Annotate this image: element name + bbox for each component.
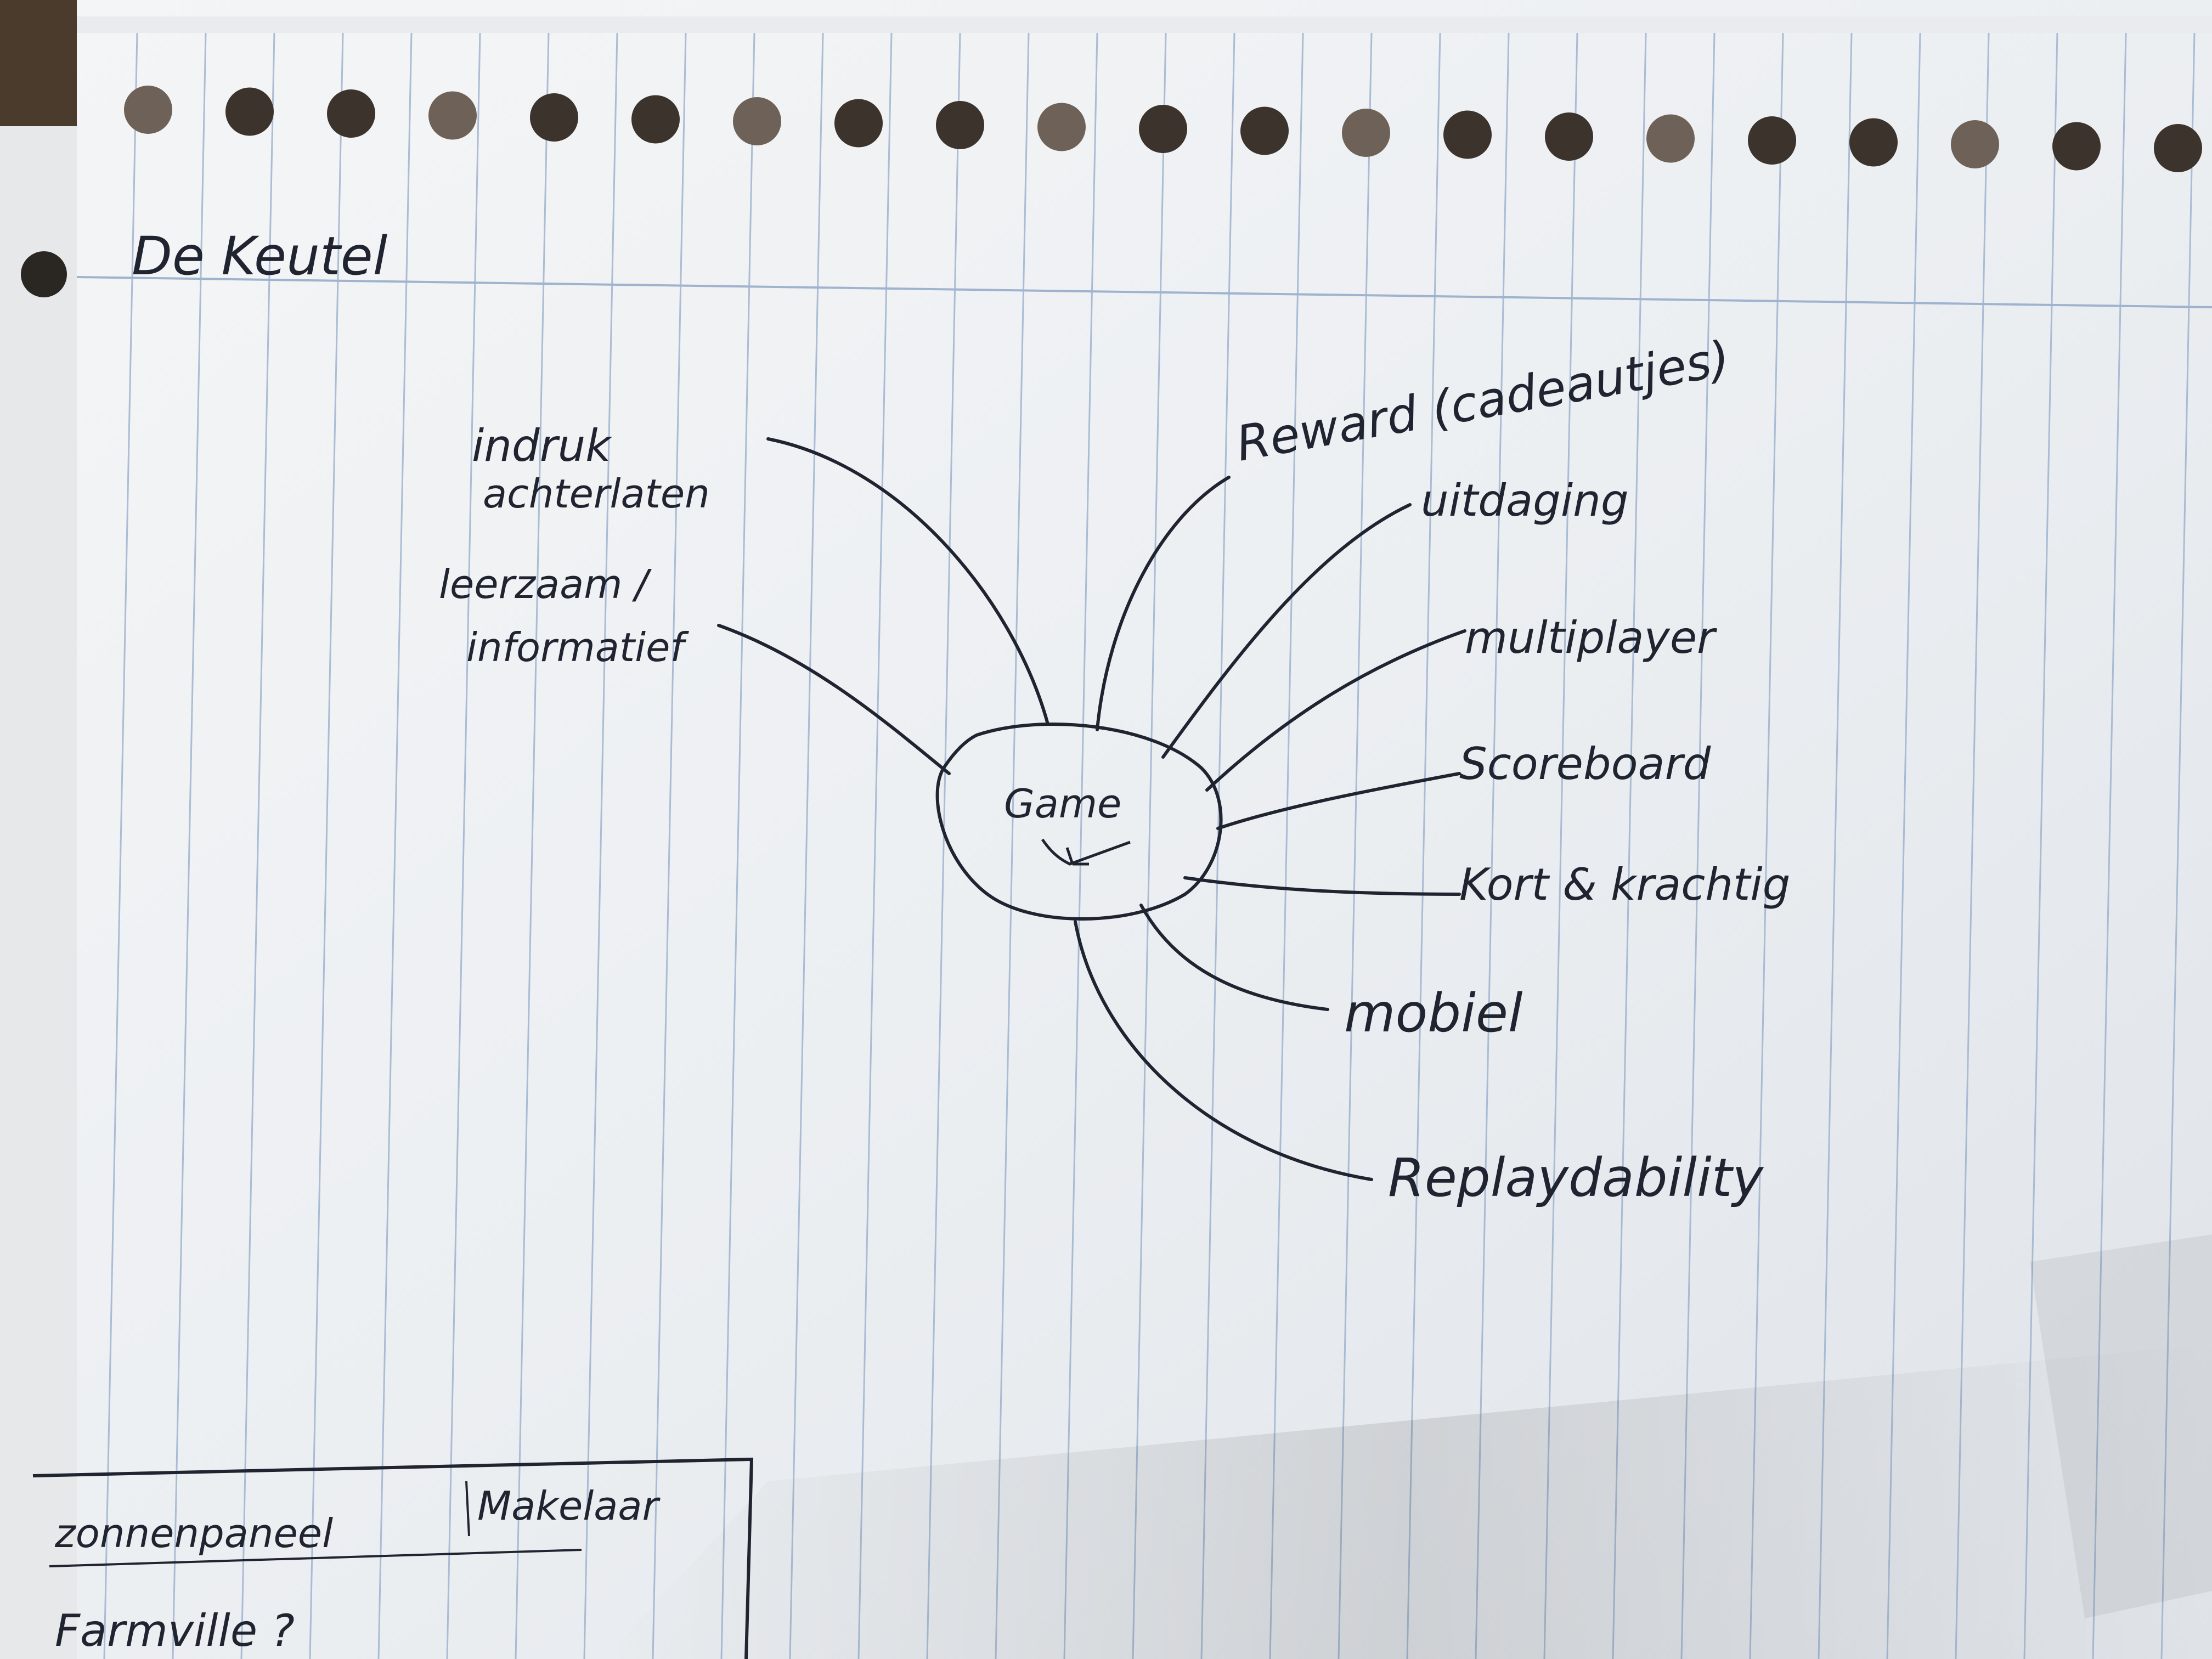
connector-leerzaam [717,624,951,775]
connector-indruk [766,437,1049,726]
punch-hole [327,89,375,138]
connector-mobiel [1139,904,1329,1011]
branch-kort: Kort & krachtig [1459,859,1790,910]
page-shadow-corner [2030,1234,2212,1618]
rule-line [926,32,961,1659]
punch-hole [1240,106,1289,155]
center-node-label: Game [1004,781,1121,827]
connector-multiplayer [1205,629,1466,792]
punch-hole [1748,116,1796,165]
branch-multiplayer: multiplayer [1465,612,1718,663]
rule-line [240,32,275,1659]
punch-hole [1545,112,1593,161]
punch-hole [1951,120,1999,168]
rule-line [995,32,1030,1659]
footer-item-farmville: Farmville ? [55,1605,295,1656]
punch-hole [733,97,781,145]
footer-item-zonnenpaneel: zonnenpaneel [54,1510,333,1556]
branch-indruk-line2: achterlaten [483,471,710,517]
rule-line [583,32,618,1659]
punch-hole [1443,110,1492,159]
punch-hole [834,99,883,148]
rule-line [515,32,550,1659]
mindmap-connectors [717,437,1466,1181]
rule-line [377,32,413,1659]
page-title: De Keutel [132,225,388,287]
side-punch-hole [21,251,67,297]
rule-line [1612,32,1647,1659]
punch-hole [2052,122,2101,171]
rule-line [789,32,824,1659]
header-rule-line [76,276,2212,308]
punch-hole [1646,114,1695,163]
punch-hole [631,95,680,144]
connector-scoreboard [1216,772,1461,830]
rule-line [857,32,893,1659]
page-shadow [603,1344,2212,1659]
branch-mobiel: mobiel [1344,983,1523,1044]
center-node-arrow-icon [1041,838,1131,866]
branch-leerzaam-line2: informatief [466,624,689,670]
rule-line [1543,32,1578,1659]
branch-leerzaam-line1: leerzaam / [439,561,652,607]
rule-line [1475,32,1510,1659]
footer-item-makelaar: Makelaar [477,1483,661,1529]
punch-hole [1342,109,1390,157]
punch-hole [1139,105,1187,153]
rule-line [1269,32,1304,1659]
rule-line [446,32,481,1659]
rule-line [1680,32,1716,1659]
connector-reward [1096,476,1231,731]
branch-uitdaging: uitdaging [1421,475,1629,526]
punch-hole [428,91,477,140]
torn-edge [77,16,2212,33]
punch-hole [936,101,984,149]
center-node-outline [935,723,1223,921]
rule-line [1406,32,1441,1659]
rule-line [103,32,138,1659]
footer-box-underline [49,1549,582,1567]
rule-line [720,32,755,1659]
branch-indruk-line1: indruk [472,420,612,471]
connector-replay [1074,920,1373,1181]
footer-box-divider [465,1481,470,1537]
connector-kort [1183,876,1461,896]
underlying-sheet [0,126,77,1659]
rule-line [1338,32,1373,1659]
vertical-rule-lines [103,32,2196,1659]
punch-hole [2154,124,2202,172]
rule-line [309,32,344,1659]
punch-hole [1849,118,1898,167]
rule-line [1132,32,1167,1659]
punch-hole [1037,103,1086,151]
branch-scoreboard: Scoreboard [1459,738,1711,789]
branch-replay: Replaydability [1388,1147,1764,1209]
table-wood-corner [0,0,82,143]
rule-line [1063,32,1098,1659]
punch-hole [530,93,578,142]
footer-box-outline [32,1457,754,1659]
rule-line [172,32,207,1659]
rule-line [652,32,687,1659]
punch-hole [225,87,274,136]
punch-hole [124,86,172,134]
punch-holes [124,86,2202,172]
connector-uitdaging [1161,503,1412,759]
